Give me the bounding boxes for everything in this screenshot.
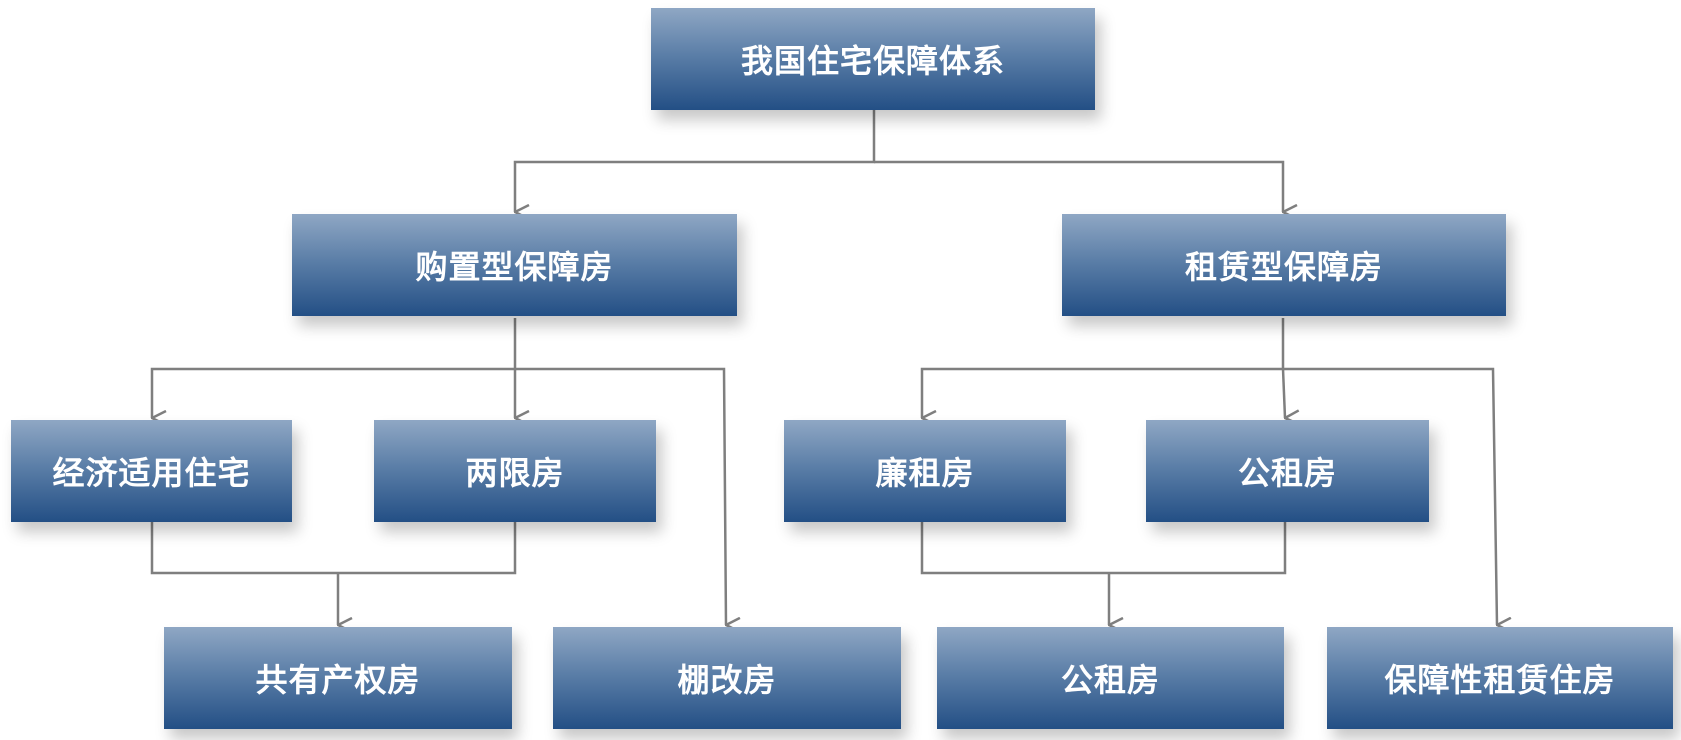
connector-root-to-purchase — [513, 110, 876, 212]
category-rental-node: 租赁型保障房 — [1062, 214, 1506, 316]
public-rental-housing-label: 公租房 — [1237, 454, 1337, 492]
affordable-rental-housing-node: 保障性租赁住房 — [1327, 627, 1673, 729]
low-rent-housing-node: 廉租房 — [784, 420, 1066, 522]
public-rental-housing-node: 公租房 — [1146, 420, 1429, 522]
connector-root-to-rental — [874, 160, 1283, 212]
shared-ownership-housing-node: 共有产权房 — [164, 627, 512, 729]
connector-rental-to-affordable-rental — [1283, 367, 1497, 625]
public-rental-housing-2-node: 公租房 — [937, 627, 1284, 729]
root-node: 我国住宅保障体系 — [651, 8, 1095, 110]
connector-rental-to-low-rent — [920, 318, 1285, 418]
connector-rental-to-public-rental — [1281, 368, 1285, 418]
public-rental-housing-2-label: 公租房 — [1060, 661, 1160, 699]
affordable-housing-label: 经济适用住宅 — [52, 454, 251, 492]
price-limited-housing-label: 两限房 — [465, 454, 565, 492]
connector-merge-rental-left — [920, 522, 1287, 575]
connector-purchase-to-affordable — [150, 318, 517, 418]
price-limited-housing-node: 两限房 — [374, 420, 656, 522]
shantytown-renovation-housing-node: 棚改房 — [553, 627, 901, 729]
category-purchase-node: 购置型保障房 — [292, 214, 737, 316]
affordable-rental-housing-label: 保障性租赁住房 — [1384, 661, 1616, 699]
category-purchase-label: 购置型保障房 — [415, 248, 614, 286]
shantytown-renovation-housing-label: 棚改房 — [677, 661, 777, 699]
connector-merge-affordable-left — [150, 522, 517, 575]
shared-ownership-housing-label: 共有产权房 — [255, 661, 421, 699]
low-rent-housing-label: 廉租房 — [875, 454, 975, 492]
connector-purchase-to-shantytown — [515, 367, 726, 625]
root-label: 我国住宅保障体系 — [740, 42, 1005, 80]
category-rental-label: 租赁型保障房 — [1184, 248, 1383, 286]
affordable-housing-node: 经济适用住宅 — [11, 420, 292, 522]
